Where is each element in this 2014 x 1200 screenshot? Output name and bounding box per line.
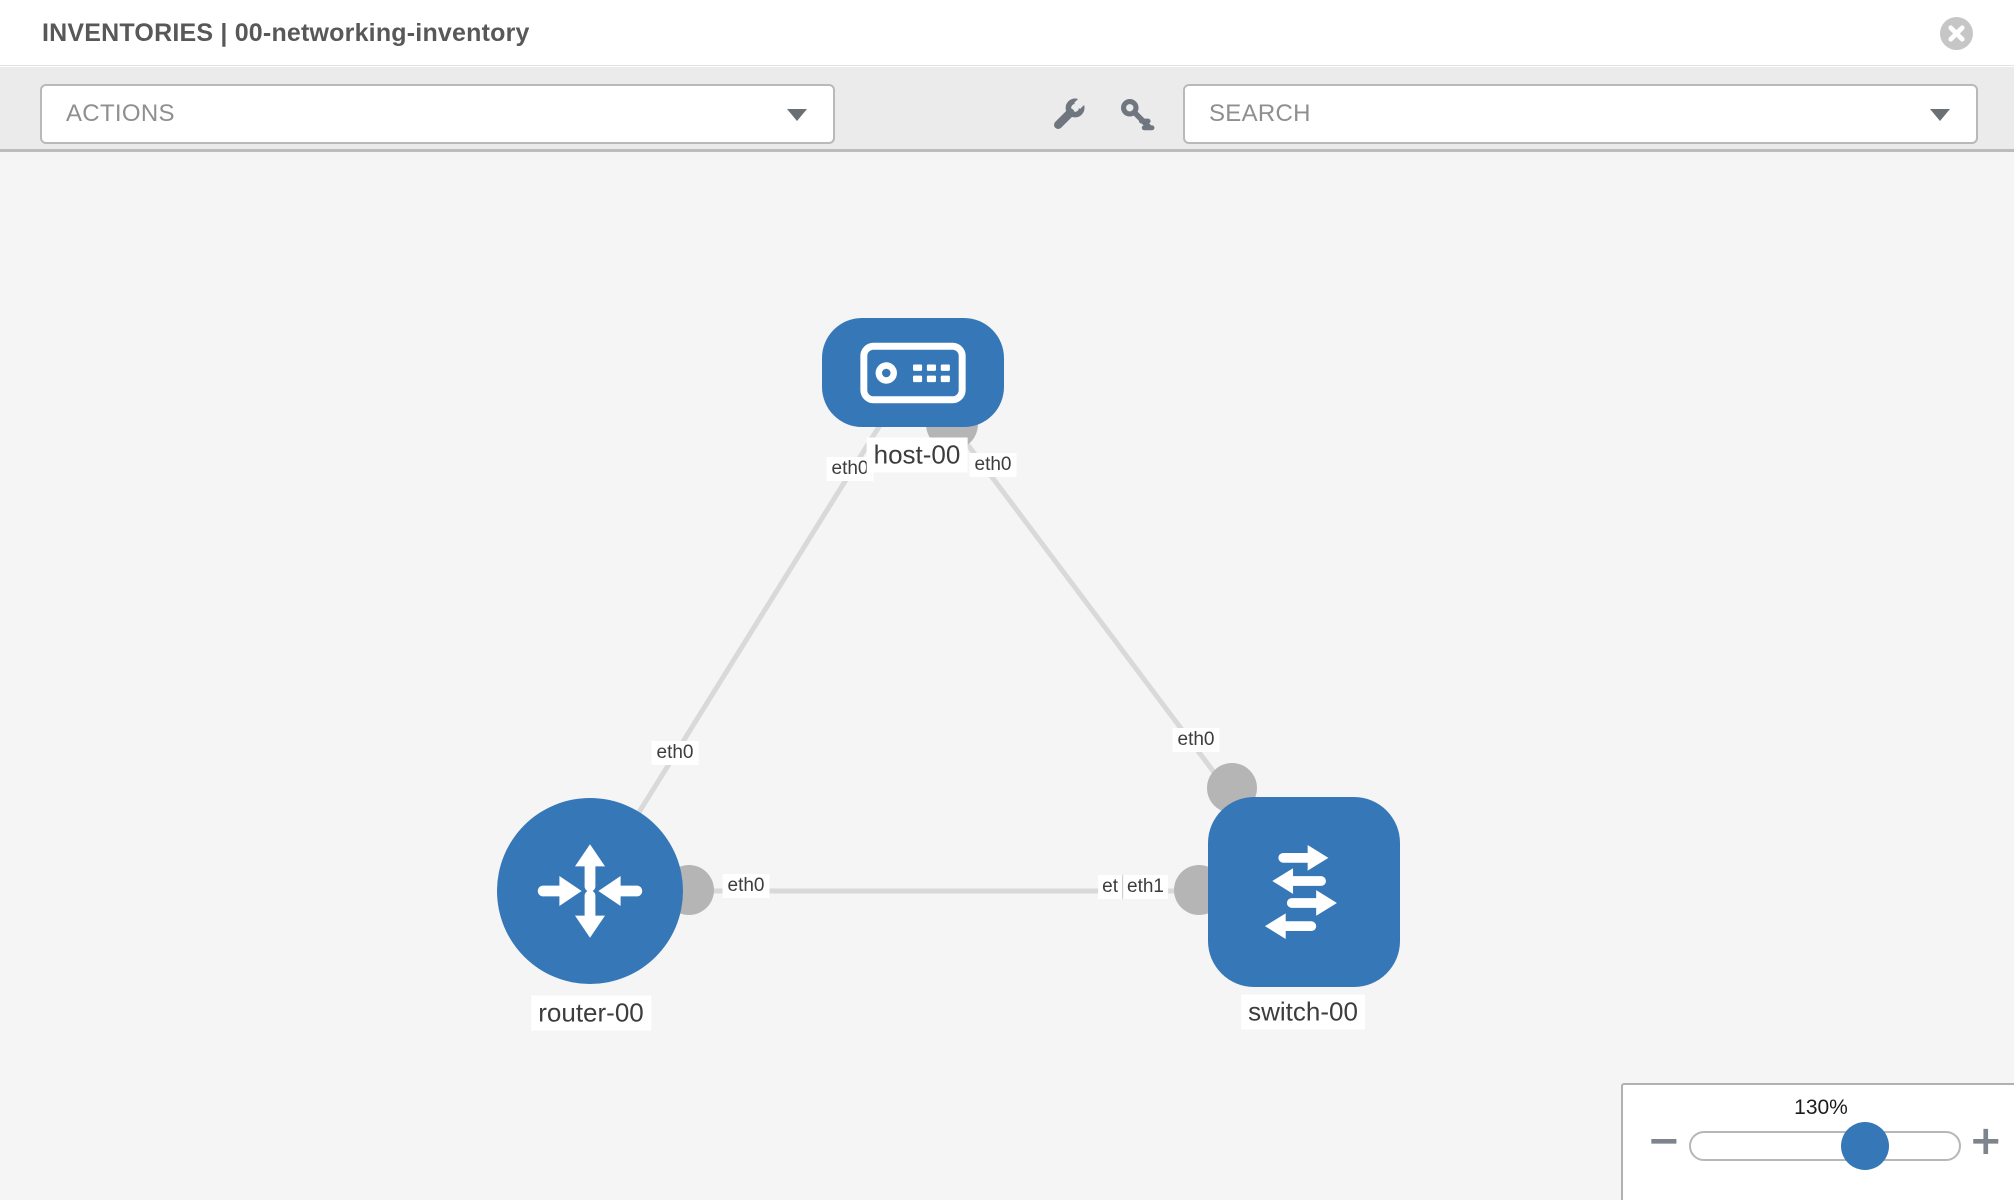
router-icon xyxy=(537,844,643,938)
chevron-down-icon xyxy=(787,109,807,121)
page-title: INVENTORIES | 00-networking-inventory xyxy=(42,19,530,47)
node-router-00[interactable] xyxy=(497,798,683,984)
search-dropdown-label: SEARCH xyxy=(1209,100,1311,127)
key-icon xyxy=(1121,99,1155,131)
close-icon xyxy=(1948,25,1965,42)
zoom-out-button[interactable]: − xyxy=(1647,1118,1681,1164)
zoom-slider-thumb[interactable] xyxy=(1841,1122,1889,1170)
link-label-eth0: eth0 xyxy=(969,453,1017,477)
node-switch-00[interactable] xyxy=(1208,797,1400,987)
zoom-level-value: 130% xyxy=(1794,1096,1848,1119)
link-label-eth0: eth0 xyxy=(651,741,699,765)
wrench-icon xyxy=(1054,97,1086,129)
switch-icon xyxy=(1264,845,1337,939)
link-label-eth1: eth1 xyxy=(1122,875,1168,899)
host-icon xyxy=(860,342,966,403)
header-bar: INVENTORIES | 00-networking-inventory xyxy=(0,0,2014,66)
close-button[interactable] xyxy=(1940,17,1973,50)
topology-canvas[interactable]: eth0 host-00 eth0 eth0 eth0 eth0 et eth1… xyxy=(0,152,2014,1200)
link-label-eth0: eth0 xyxy=(826,457,874,481)
link-label-eth0: eth0 xyxy=(722,874,770,898)
link-label-eth0: eth0 xyxy=(1172,728,1220,752)
node-label-host-00: host-00 xyxy=(866,437,968,473)
topology-links-layer xyxy=(587,370,1306,915)
node-label-router-00: router-00 xyxy=(531,995,651,1031)
search-dropdown[interactable]: SEARCH xyxy=(1183,84,1978,144)
chevron-down-icon xyxy=(1930,109,1950,121)
toolbar: ACTIONS SEARCH xyxy=(0,67,2014,152)
actions-dropdown[interactable]: ACTIONS xyxy=(40,84,835,144)
node-host-00[interactable] xyxy=(822,318,1004,427)
configure-button[interactable] xyxy=(1048,95,1088,135)
zoom-in-button[interactable]: + xyxy=(1969,1118,2003,1164)
zoom-control-panel: 130% − + xyxy=(1621,1083,2014,1200)
link-label-clipped: et xyxy=(1098,875,1123,899)
actions-dropdown-label: ACTIONS xyxy=(66,100,175,127)
link-label-group: et eth1 xyxy=(1098,875,1168,899)
zoom-slider-track[interactable] xyxy=(1689,1131,1961,1161)
node-label-switch-00: switch-00 xyxy=(1241,994,1365,1030)
credentials-button[interactable] xyxy=(1117,95,1157,135)
